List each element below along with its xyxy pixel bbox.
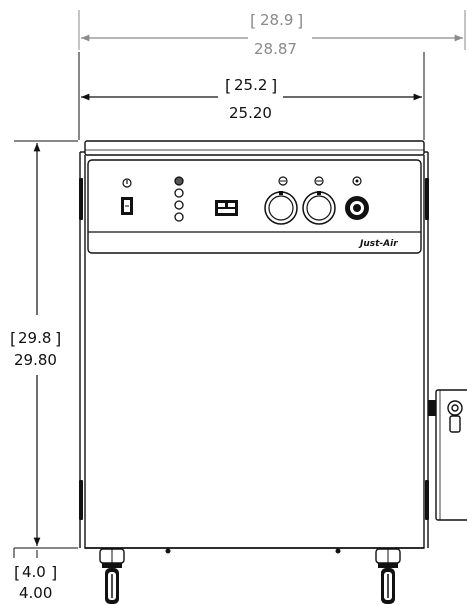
cabinet-body xyxy=(84,155,425,549)
svg-text:[: [ xyxy=(14,563,20,582)
base xyxy=(85,547,424,554)
caster-height-bracket: 4.0 xyxy=(22,563,46,581)
overall-width-bracket: 28.9 xyxy=(260,11,293,29)
power-switch xyxy=(121,178,133,215)
cabinet-height-value: 29.80 xyxy=(14,351,57,369)
svg-text:]: ] xyxy=(271,76,277,95)
cabinet-height-dimension: [ 29.8 ] 29.80 xyxy=(10,140,78,549)
overall-width-value: 28.87 xyxy=(254,40,297,58)
cabinet-lid xyxy=(84,140,425,156)
svg-text:]: ] xyxy=(51,563,57,582)
gauge-left xyxy=(264,176,298,225)
svg-text:]: ] xyxy=(297,11,303,30)
gauge-right xyxy=(302,176,336,225)
side-canister xyxy=(428,389,467,521)
overall-width-dimension: [ 28.9 ] 28.87 xyxy=(78,10,466,58)
caster-height-value: 4.00 xyxy=(19,584,52,602)
cabinet-width-value: 25.20 xyxy=(229,104,272,122)
control-panel: Just-Air xyxy=(87,159,422,254)
svg-text:]: ] xyxy=(55,329,61,348)
cabinet-width-bracket: 25.2 xyxy=(234,76,267,94)
caster-right xyxy=(375,548,401,604)
control-knob xyxy=(345,176,369,220)
cabinet-width-dimension: [ 25.2 ] 25.20 xyxy=(78,52,425,140)
svg-text:[: [ xyxy=(225,76,231,95)
caster-height-dimension: [ 4.0 ] 4.00 xyxy=(13,548,57,602)
caster-left xyxy=(99,548,125,604)
brand-label: Just-Air xyxy=(358,239,398,249)
digital-display xyxy=(215,200,238,216)
svg-text:[: [ xyxy=(250,11,256,30)
svg-text:[: [ xyxy=(10,329,16,348)
cabinet-height-bracket: 29.8 xyxy=(18,329,51,347)
indicator-lights xyxy=(174,176,184,222)
